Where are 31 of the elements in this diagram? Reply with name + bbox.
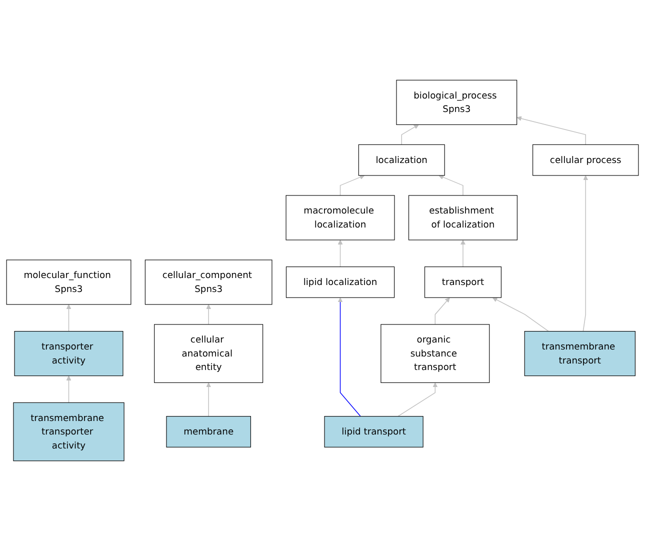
node-box: cellular_component Spns3 bbox=[144, 260, 272, 305]
arrow bbox=[66, 376, 72, 403]
node-box: lipid transport bbox=[324, 416, 424, 448]
arrow bbox=[401, 124, 419, 146]
arrow bbox=[398, 382, 438, 417]
arrow bbox=[438, 174, 464, 196]
arrow bbox=[460, 240, 466, 268]
arrow bbox=[434, 297, 450, 325]
arrow bbox=[516, 116, 586, 146]
node-box: molecular_function Spns3 bbox=[6, 260, 132, 305]
arrow bbox=[338, 297, 361, 417]
node-box: establishment of localization bbox=[408, 195, 518, 240]
arrow bbox=[492, 297, 549, 332]
node-box: cellular anatomical entity bbox=[154, 324, 264, 383]
node-box: transport bbox=[424, 266, 502, 298]
arrow bbox=[338, 240, 343, 268]
arrow bbox=[66, 304, 72, 332]
arrow bbox=[206, 382, 212, 417]
node-box: transmembrane transporter activity bbox=[13, 402, 124, 462]
node-box: organic substance transport bbox=[380, 324, 490, 383]
node-box: cellular process bbox=[532, 144, 639, 176]
arrow bbox=[582, 175, 588, 332]
node-box: lipid localization bbox=[286, 266, 395, 298]
arrow bbox=[340, 174, 365, 196]
node-box: macromolecule localization bbox=[286, 195, 395, 240]
node-box: transporter activity bbox=[14, 331, 124, 376]
node-box: biological_process Spns3 bbox=[396, 80, 518, 125]
arrow bbox=[206, 304, 212, 325]
node-box: membrane bbox=[166, 416, 251, 448]
node-box: transmembrane transport bbox=[524, 331, 636, 376]
node-box: localization bbox=[358, 144, 445, 176]
